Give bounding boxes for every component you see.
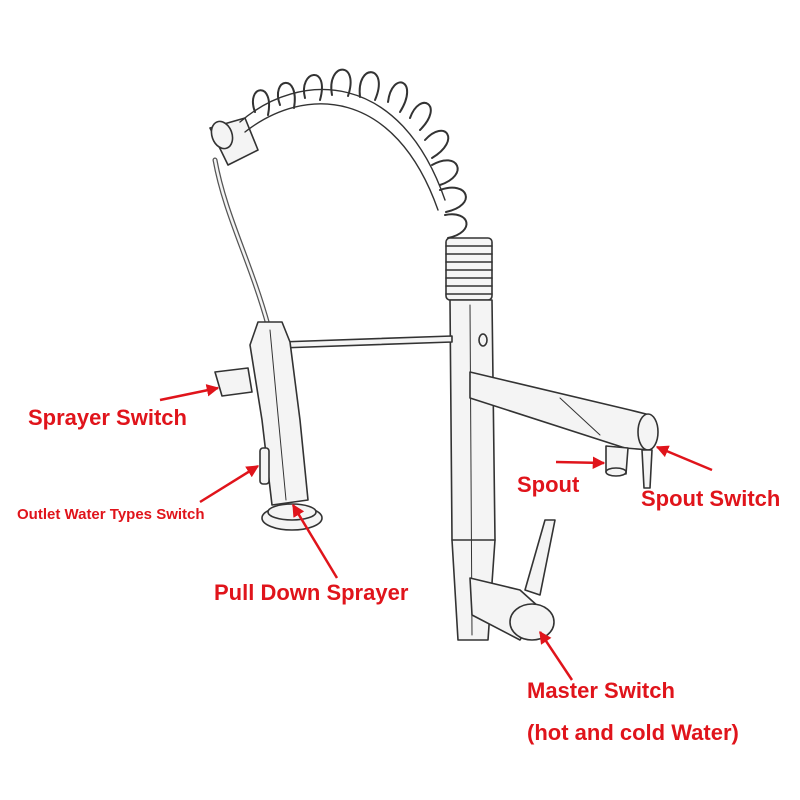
arrow-spout-switch xyxy=(655,445,713,472)
arrow-pull-down-sprayer xyxy=(291,503,339,579)
arrow-sprayer-switch xyxy=(159,384,220,402)
faucet-drawing xyxy=(209,68,659,641)
master-switch-cap xyxy=(509,603,555,641)
sprayer-body xyxy=(249,321,309,506)
spout-nozzle xyxy=(605,445,629,475)
spring-coil xyxy=(239,68,468,239)
arrow-master-switch xyxy=(538,630,574,681)
label-outlet-water-types-switch: Outlet Water Types Switch xyxy=(17,506,205,523)
label-spout-switch: Spout Switch xyxy=(641,486,781,511)
callout-arrows xyxy=(159,384,713,681)
sprayer-switch-lever xyxy=(214,367,253,397)
label-master-switch-sub: (hot and cold Water) xyxy=(527,720,739,745)
master-switch-lever xyxy=(524,519,556,596)
label-pull-down-sprayer: Pull Down Sprayer xyxy=(214,580,409,605)
ribbed-collar xyxy=(445,237,493,301)
label-master-switch: Master Switch xyxy=(527,678,675,703)
cross-bar xyxy=(279,335,453,349)
label-sprayer-switch: Sprayer Switch xyxy=(28,405,187,430)
arrow-outlet-water-types xyxy=(199,464,260,504)
outlet-type-switch xyxy=(259,447,270,485)
label-spout: Spout xyxy=(517,472,580,497)
arrow-spout xyxy=(555,456,606,470)
spout-switch-lever xyxy=(641,449,653,489)
spout-arm xyxy=(469,371,651,451)
